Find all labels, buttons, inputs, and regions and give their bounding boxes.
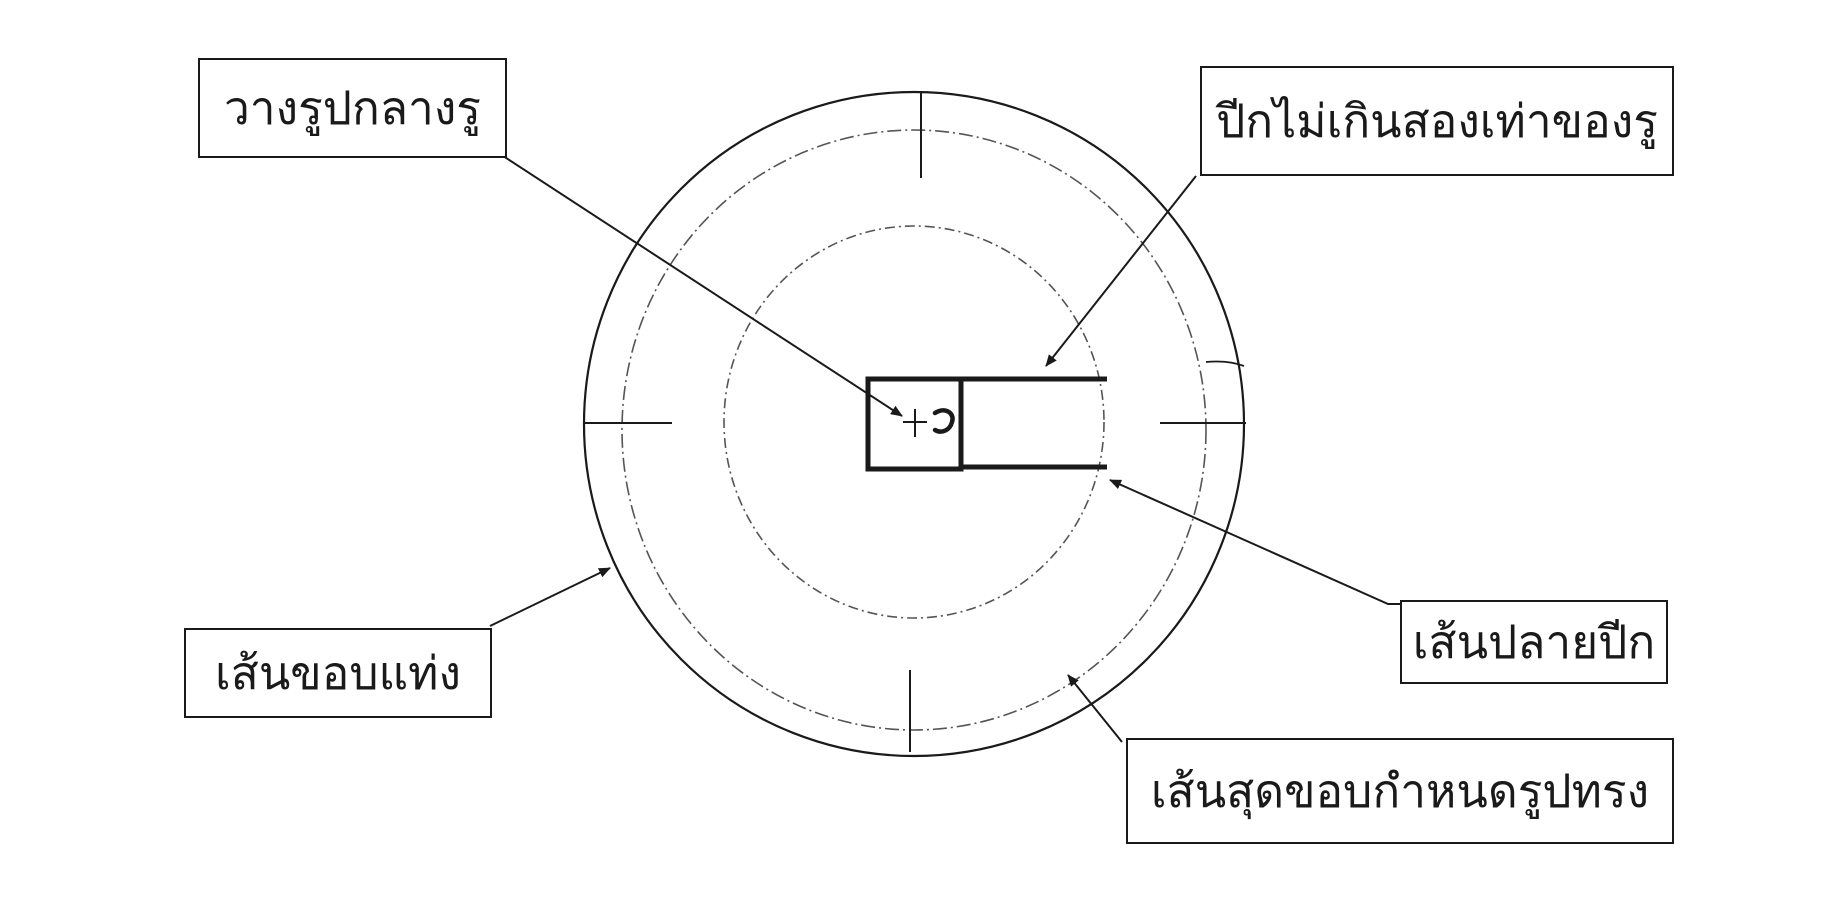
shape-limit-dashed-circle [621,129,1207,731]
center-hook-icon [932,408,955,434]
label-wing-limit: ปีกไม่เกินสองเท่าของรู [1200,66,1674,176]
label-place-center: วางรูปกลางรู [198,58,507,158]
label-stand-edge: เส้นขอบแท่ง [184,628,492,718]
label-shape-limit: เส้นสุดขอบกำหนดรูปทรง [1126,738,1674,844]
arrow-wing-tip [1109,479,1402,605]
arrow-wing-limit [1045,175,1197,367]
arrow-place-center [499,153,903,417]
hole-square [865,376,964,472]
label-wing-tip: เส้นปลายปีก [1400,600,1668,684]
wing-tip-dashed-circle [723,225,1105,619]
arrow-shape-limit [1067,674,1123,743]
tick-arc-right [1205,360,1245,367]
arrow-stand-edge [489,567,611,627]
